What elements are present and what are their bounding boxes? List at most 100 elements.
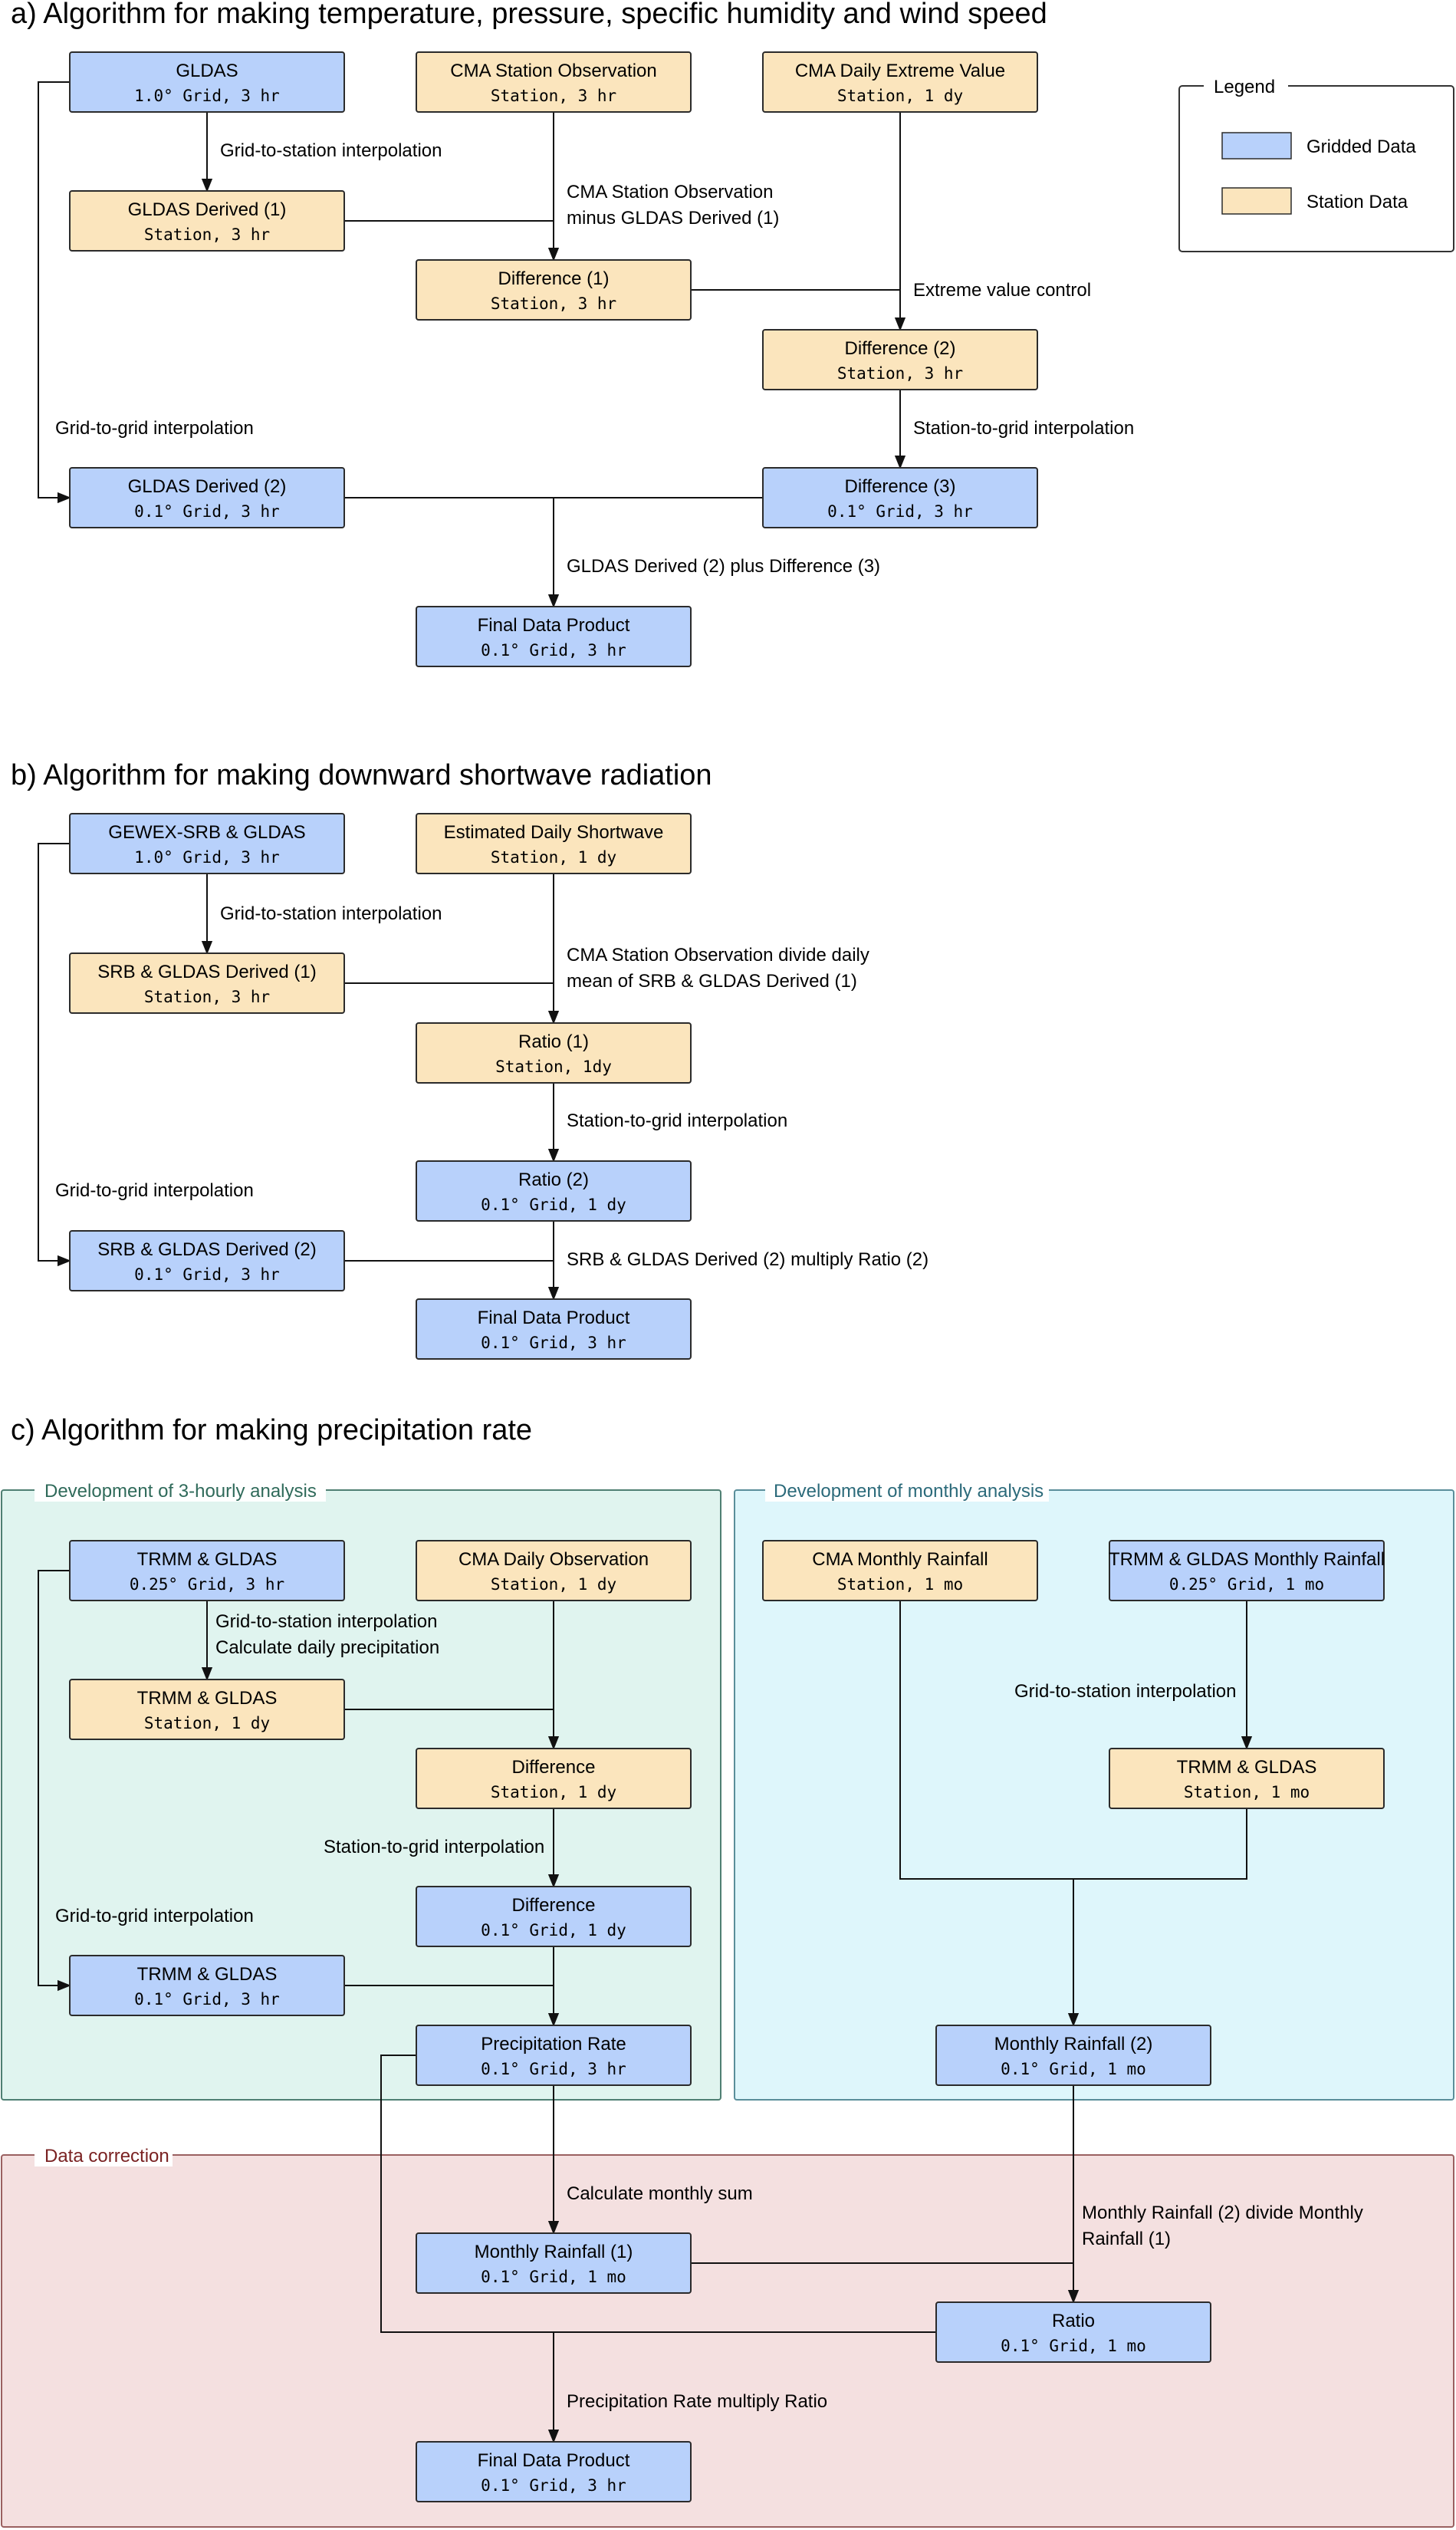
edge-label-line: Precipitation Rate multiply Ratio xyxy=(567,2391,827,2412)
connector-29 xyxy=(380,2055,936,2333)
node-box xyxy=(69,51,345,113)
node-subtitle: 0.1° Grid, 1 dy xyxy=(481,1921,626,1939)
panel-correction-title-mask xyxy=(35,2143,173,2166)
node-a-diff1: Difference (1) Station, 3 hr xyxy=(416,259,692,321)
node-title: CMA Daily Observation xyxy=(458,1549,649,1570)
node-subtitle: 0.1° Grid, 3 hr xyxy=(134,502,280,521)
node-box xyxy=(416,2025,692,2086)
edge-label-line: Extreme value control xyxy=(913,280,1091,301)
connector-14 xyxy=(38,843,71,1267)
node-subtitle: Station, 1 dy xyxy=(491,848,616,867)
node-b-sd1: SRB & GLDAS Derived (1)Station, 3 hr xyxy=(69,952,345,1014)
panel-3-hourly-title: Development of 3-hourly analysis xyxy=(44,1481,317,1502)
edge-label-c-l2: Station-to-grid interpolation xyxy=(324,1837,544,1857)
panel-monthly-analysis: Development of monthly analysis xyxy=(734,1479,1454,2101)
node-title: Difference (1) xyxy=(498,268,610,289)
edge-label-a-l1: Grid-to-station interpolation xyxy=(220,140,442,161)
node-title: CMA Station Observation xyxy=(450,61,656,81)
node-subtitle: 0.1° Grid, 3 hr xyxy=(481,1334,626,1352)
node-box xyxy=(935,2301,1211,2363)
node-box xyxy=(935,2025,1211,2086)
node-subtitle: Station, 3 hr xyxy=(491,294,616,313)
node-subtitle: Station, 3 hr xyxy=(837,364,963,383)
node-subtitle: Station, 1 mo xyxy=(1184,1783,1310,1801)
edge-label-c-l5: Calculate monthly sum xyxy=(567,2183,753,2204)
node-box xyxy=(416,1540,692,1601)
node-subtitle: 0.1° Grid, 3 hr xyxy=(134,1265,280,1284)
connector-6 xyxy=(38,81,71,504)
panel-3-hourly-analysis: Development of 3-hourly analysis xyxy=(1,1479,721,2101)
node-subtitle: Station, 1 mo xyxy=(837,1575,963,1594)
node-title: Difference xyxy=(512,1757,596,1778)
edge-label-line: Grid-to-station interpolation xyxy=(1014,1681,1236,1702)
node-subtitle: Station, 1dy xyxy=(495,1058,612,1076)
panel-monthly-title-mask xyxy=(765,1479,1049,1502)
edge-label-b-l5: SRB & GLDAS Derived (2) multiply Ratio (… xyxy=(567,1249,928,1270)
edge-label-a-l4: Station-to-grid interpolation xyxy=(913,418,1134,439)
node-title: TRMM & GLDAS xyxy=(137,1549,278,1570)
edge-label-line: CMA Station Observation xyxy=(567,182,773,202)
node-title: CMA Monthly Rainfall xyxy=(812,1549,988,1570)
legend-station-swatch xyxy=(1221,187,1292,215)
edge-label-a-l5: Grid-to-grid interpolation xyxy=(55,418,254,439)
section-b-title: b) Algorithm for making downward shortwa… xyxy=(11,759,712,791)
panel-correction-title: Data correction xyxy=(44,2146,169,2166)
node-box xyxy=(69,1679,345,1740)
node-box xyxy=(69,1230,345,1291)
node-title: Monthly Rainfall (2) xyxy=(994,2034,1153,2055)
panel-data-correction: Data correction xyxy=(1,2143,1454,2528)
panel-correction-background xyxy=(1,2154,1454,2528)
legend-title-mask xyxy=(1204,75,1288,98)
edge-label-line: Grid-to-grid interpolation xyxy=(55,1906,254,1926)
node-title: Difference (3) xyxy=(845,476,956,497)
edge-label-line: CMA Station Observation divide daily xyxy=(567,945,869,966)
node-title: Final Data Product xyxy=(478,1308,630,1328)
node-subtitle: 0.1° Grid, 3 hr xyxy=(134,1990,280,2009)
panel-monthly-background xyxy=(734,1489,1454,2101)
edge-label-c-l7: Precipitation Rate multiply Ratio xyxy=(567,2391,827,2412)
edge-label-line: Grid-to-station interpolation xyxy=(220,140,442,161)
node-title: GLDAS xyxy=(176,61,238,81)
node-box xyxy=(416,606,692,667)
node-box xyxy=(416,813,692,874)
edge-label-line: SRB & GLDAS Derived (2) multiply Ratio (… xyxy=(567,1249,928,1270)
edge-label-line: Rainfall (1) xyxy=(1082,2229,1171,2249)
edge-label-line: mean of SRB & GLDAS Derived (1) xyxy=(567,971,857,992)
panel-monthly-title: Development of monthly analysis xyxy=(774,1481,1044,1502)
node-box xyxy=(1109,1540,1385,1601)
node-title: Ratio xyxy=(1052,2311,1095,2331)
node-box xyxy=(762,467,1038,528)
node-box xyxy=(416,1748,692,1809)
panel-3-hourly-background xyxy=(1,1489,721,2101)
node-title: GLDAS Derived (2) xyxy=(128,476,287,497)
node-subtitle: Station, 1 dy xyxy=(144,1714,270,1732)
connector-lines xyxy=(38,81,1253,2443)
node-subtitle: 0.1° Grid, 3 hr xyxy=(481,2476,626,2495)
node-title: Estimated Daily Shortwave xyxy=(444,822,664,843)
panel-3-hourly-title-mask xyxy=(35,1479,326,1502)
node-box xyxy=(69,1955,345,2016)
edge-label-b-l4: Grid-to-grid interpolation xyxy=(55,1180,254,1201)
node-title: Final Data Product xyxy=(478,615,630,636)
node-subtitle: Station, 1 dy xyxy=(837,87,963,105)
node-subtitle: 0.1° Grid, 3 hr xyxy=(481,641,626,660)
legend-gridded-label: Gridded Data xyxy=(1306,137,1416,157)
edge-label-line: Station-to-grid interpolation xyxy=(567,1110,787,1131)
node-title: Monthly Rainfall (1) xyxy=(475,2242,633,2262)
node-box xyxy=(416,1298,692,1360)
edge-label-line: Station-to-grid interpolation xyxy=(913,418,1134,439)
node-title: TRMM & GLDAS Monthly Rainfall xyxy=(1109,1549,1385,1570)
